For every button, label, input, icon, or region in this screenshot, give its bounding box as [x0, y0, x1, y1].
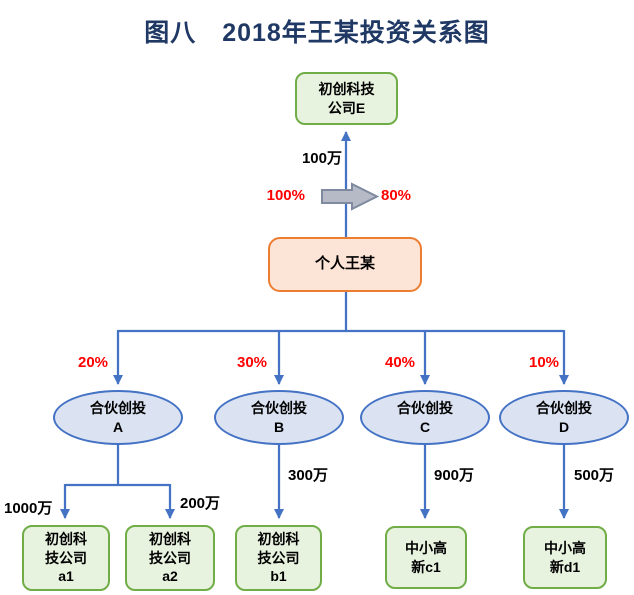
figure-title: 图八 2018年王某投资关系图 [144, 19, 490, 47]
node-investee-b1-line1: 初创科 [257, 530, 300, 547]
node-person-label: 个人王某 [314, 255, 375, 273]
label-pct-to: 80% [381, 187, 412, 204]
node-company-e-line1: 初创科技 [318, 80, 375, 97]
node-partnership-a: 合伙创投 A [53, 390, 183, 445]
right-block-arrow-icon [321, 182, 380, 211]
node-investee-c1: 中小高 新c1 [385, 526, 467, 589]
node-investee-a2: 初创科 技公司 a2 [125, 525, 215, 591]
node-investee-c1-line2: 新c1 [411, 558, 441, 575]
label-transfer-amount: 100万 [301, 150, 342, 167]
label-amount-c1: 900万 [434, 467, 475, 484]
label-pct-d: 10% [529, 354, 560, 371]
node-investee-d1-line2: 新d1 [549, 558, 581, 575]
node-partnership-a-line2: A [112, 418, 124, 435]
node-partnership-c: 合伙创投 C [360, 390, 490, 445]
node-partnership-c-line2: C [419, 418, 431, 435]
node-partnership-c-line1: 合伙创投 [397, 399, 453, 416]
label-pct-from: 100% [266, 187, 305, 204]
label-amount-a2: 200万 [180, 495, 221, 512]
label-pct-b: 30% [237, 354, 268, 371]
node-person: 个人王某 [268, 237, 422, 292]
label-amount-d1: 500万 [574, 467, 615, 484]
node-investee-d1: 中小高 新d1 [523, 526, 607, 589]
node-investee-a1-line3: a1 [58, 568, 74, 585]
node-investee-d1-line1: 中小高 [544, 539, 586, 556]
node-investee-b1: 初创科 技公司 b1 [235, 525, 322, 591]
node-investee-c1-line1: 中小高 [405, 539, 447, 556]
node-company-e: 初创科技 公司E [295, 72, 398, 125]
label-pct-c: 40% [385, 354, 416, 371]
node-investee-b1-line2: 技公司 [257, 549, 300, 566]
node-partnership-d-line1: 合伙创投 [536, 399, 592, 416]
node-investee-a2-line2: 技公司 [149, 549, 191, 566]
node-investee-a1-line2: 技公司 [45, 549, 87, 566]
label-pct-a: 20% [78, 354, 109, 371]
label-amount-a1: 1000万 [4, 500, 53, 517]
node-partnership-b-line1: 合伙创投 [251, 399, 307, 416]
node-investee-a2-line3: a2 [162, 568, 178, 585]
node-investee-a1: 初创科 技公司 a1 [22, 525, 110, 591]
label-amount-b1: 300万 [288, 467, 329, 484]
node-investee-a2-line1: 初创科 [149, 530, 191, 547]
node-investee-b1-line3: b1 [270, 568, 287, 585]
node-partnership-d: 合伙创投 D [499, 390, 629, 445]
node-partnership-b: 合伙创投 B [214, 390, 344, 445]
node-partnership-b-line2: B [273, 418, 285, 435]
node-partnership-a-line1: 合伙创投 [90, 399, 146, 416]
node-company-e-line2: 公司E [327, 99, 366, 116]
node-partnership-d-line2: D [558, 418, 570, 435]
node-investee-a1-line1: 初创科 [45, 530, 87, 547]
